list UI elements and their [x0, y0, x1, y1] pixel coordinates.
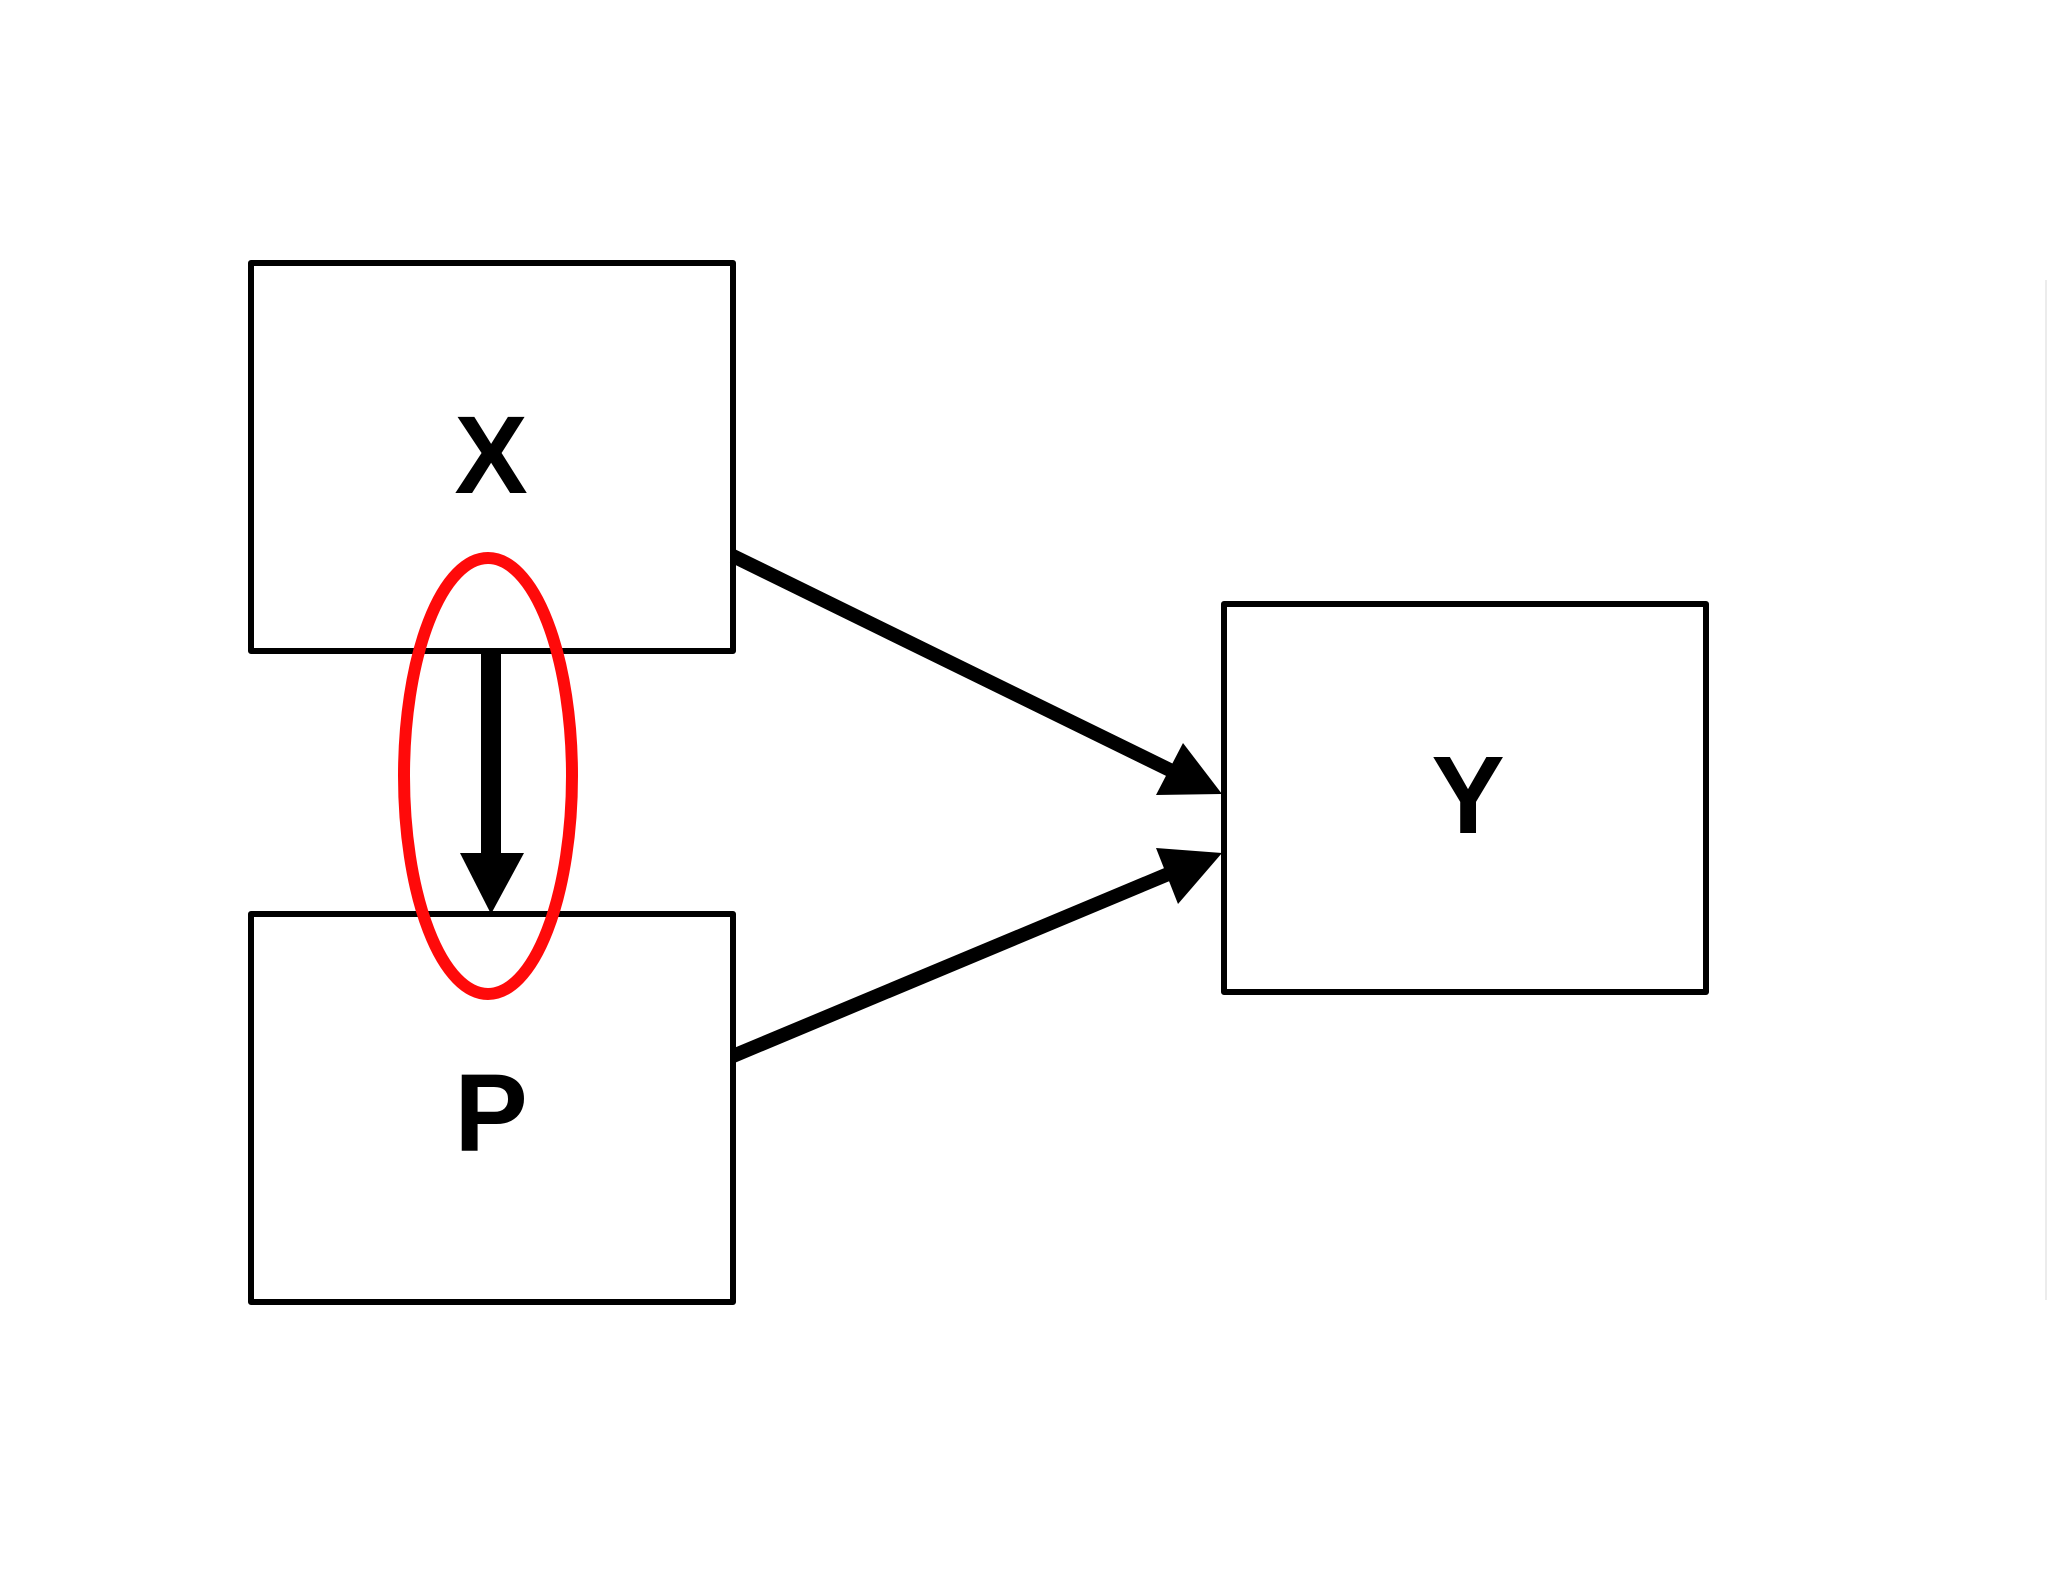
edge-x-to-p-arrowhead [460, 853, 524, 914]
node-p-box [248, 911, 736, 1305]
node-p: P [248, 911, 736, 1305]
highlight-ellipse [398, 552, 578, 1000]
edge-x-to-y-arrowhead [1156, 743, 1222, 795]
edge-x-to-p [460, 651, 524, 914]
edge-x-to-y [729, 549, 1222, 795]
node-x-box [248, 260, 736, 654]
edge-p-to-y [730, 848, 1222, 1063]
edge-p-to-y-line [730, 865, 1176, 1063]
node-p-label: P [454, 1052, 527, 1175]
edge-x-to-y-line [729, 549, 1180, 780]
node-y-label: Y [1431, 734, 1504, 857]
edge-p-to-y-arrowhead [1156, 848, 1222, 904]
node-x-label: X [454, 394, 527, 517]
node-x: X [248, 260, 736, 654]
node-y: Y [1221, 601, 1709, 995]
node-y-box [1221, 601, 1709, 995]
